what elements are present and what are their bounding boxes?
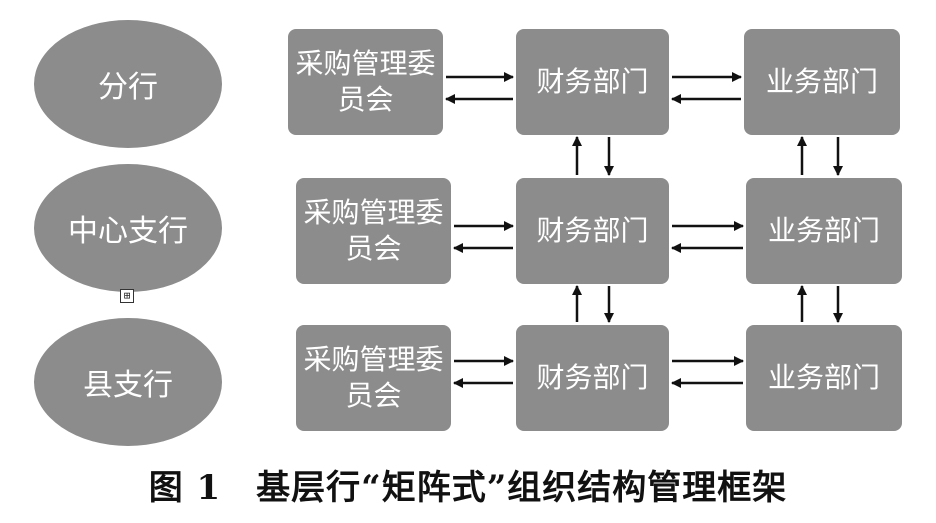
committee-box-row2: 采购管理委员会 — [296, 178, 451, 284]
business-label: 业务部门 — [767, 361, 880, 394]
expand-icon[interactable]: ⊞ — [120, 289, 134, 303]
finance-label: 财务部门 — [536, 214, 649, 247]
business-box-row3: 业务部门 — [746, 325, 902, 431]
connector-arrows — [445, 72, 843, 388]
business-label: 业务部门 — [765, 65, 878, 98]
committee-box-row3: 采购管理委员会 — [296, 325, 451, 431]
level-ellipse-county-subbranch: 县支行 — [34, 318, 222, 446]
committee-label: 采购管理委员会 — [295, 47, 436, 116]
committee-box-row1: 采购管理委员会 — [288, 29, 443, 135]
business-box-row1: 业务部门 — [744, 29, 900, 135]
level-ellipse-branch: 分行 — [34, 20, 222, 148]
level-label: 中心支行 — [68, 214, 188, 249]
level-label: 县支行 — [83, 368, 173, 403]
finance-label: 财务部门 — [536, 361, 649, 394]
finance-box-row2: 财务部门 — [516, 178, 669, 284]
finance-label: 财务部门 — [536, 65, 649, 98]
finance-box-row3: 财务部门 — [516, 325, 669, 431]
business-label: 业务部门 — [767, 214, 880, 247]
figure-caption: 图 1 基层行“矩阵式”组织结构管理框架 — [148, 468, 788, 508]
committee-label: 采购管理委员会 — [303, 196, 444, 265]
level-ellipse-center-subbranch: 中心支行 — [34, 164, 222, 292]
finance-box-row1: 财务部门 — [516, 29, 669, 135]
level-label: 分行 — [98, 70, 158, 105]
business-box-row2: 业务部门 — [746, 178, 902, 284]
committee-label: 采购管理委员会 — [303, 343, 444, 412]
